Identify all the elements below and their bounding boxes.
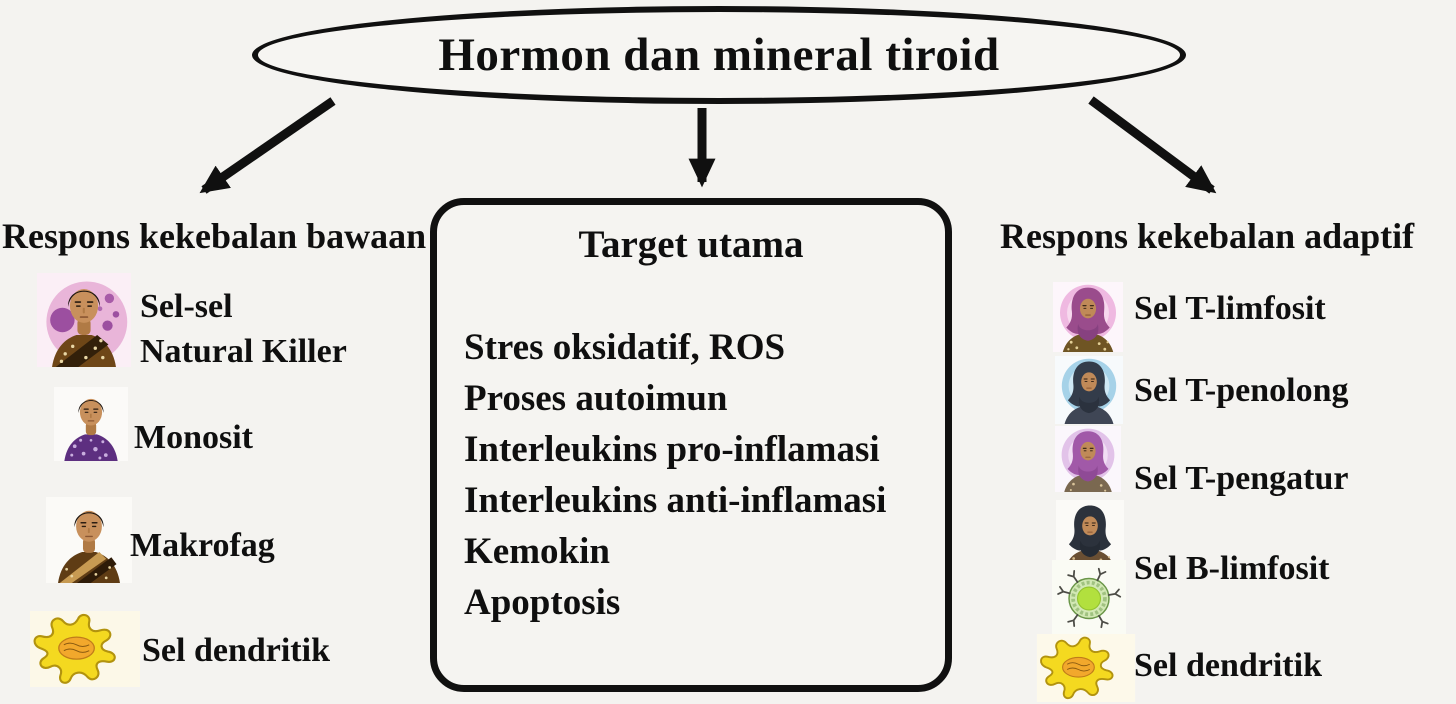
adaptive-section-header: Respons kekebalan adaptif [1000,216,1415,256]
dendritic-cell-icon [30,610,140,688]
target-item: Interleukins pro-inflamasi [464,429,880,470]
nk-cells-label: Sel-sel Natural Killer [140,288,347,370]
arrow-to-adaptive [1088,96,1217,194]
target-item: Interleukins anti-inflamasi [464,480,887,521]
title-ellipse: Hormon dan mineral tiroid [252,6,1186,104]
target-box [430,198,952,692]
t-helper-label: Sel T-penolong [1134,372,1349,409]
dendritic-cell-label-right: Sel dendritik [1134,647,1322,684]
arrow-to-innate [199,97,336,194]
dendritic-cell-icon [1036,634,1136,702]
diagram-title: Hormon dan mineral tiroid [438,29,1000,81]
target-item: Proses autoimun [464,378,728,419]
natural-killer-cells-icon [37,273,131,367]
target-item: Stres oksidatif, ROS [464,327,786,368]
b-lymphocyte-label: Sel B-limfosit [1134,550,1330,587]
dendritic-cell-label-left: Sel dendritik [142,632,330,669]
monocyte-label: Monosit [134,419,253,456]
macrophage-label: Makrofag [130,527,275,564]
target-item: Apoptosis [464,582,621,623]
innate-section-header: Respons kekebalan bawaan [2,216,427,256]
t-helper-cell-icon [1055,356,1123,424]
t-regulatory-cell-icon [1055,426,1121,492]
b-cell-antibody-icon [1052,560,1126,634]
target-item: Kemokin [464,531,610,572]
monocyte-icon [54,387,128,461]
target-list: Stres oksidatif, ROS Proses autoimun Int… [464,322,886,628]
macrophage-icon [46,497,132,583]
target-box-title: Target utama [578,223,804,266]
t-lymphocyte-label: Sel T-limfosit [1134,290,1326,327]
t-lymphocyte-icon [1053,282,1123,352]
t-regulatory-label: Sel T-pengatur [1134,460,1349,497]
